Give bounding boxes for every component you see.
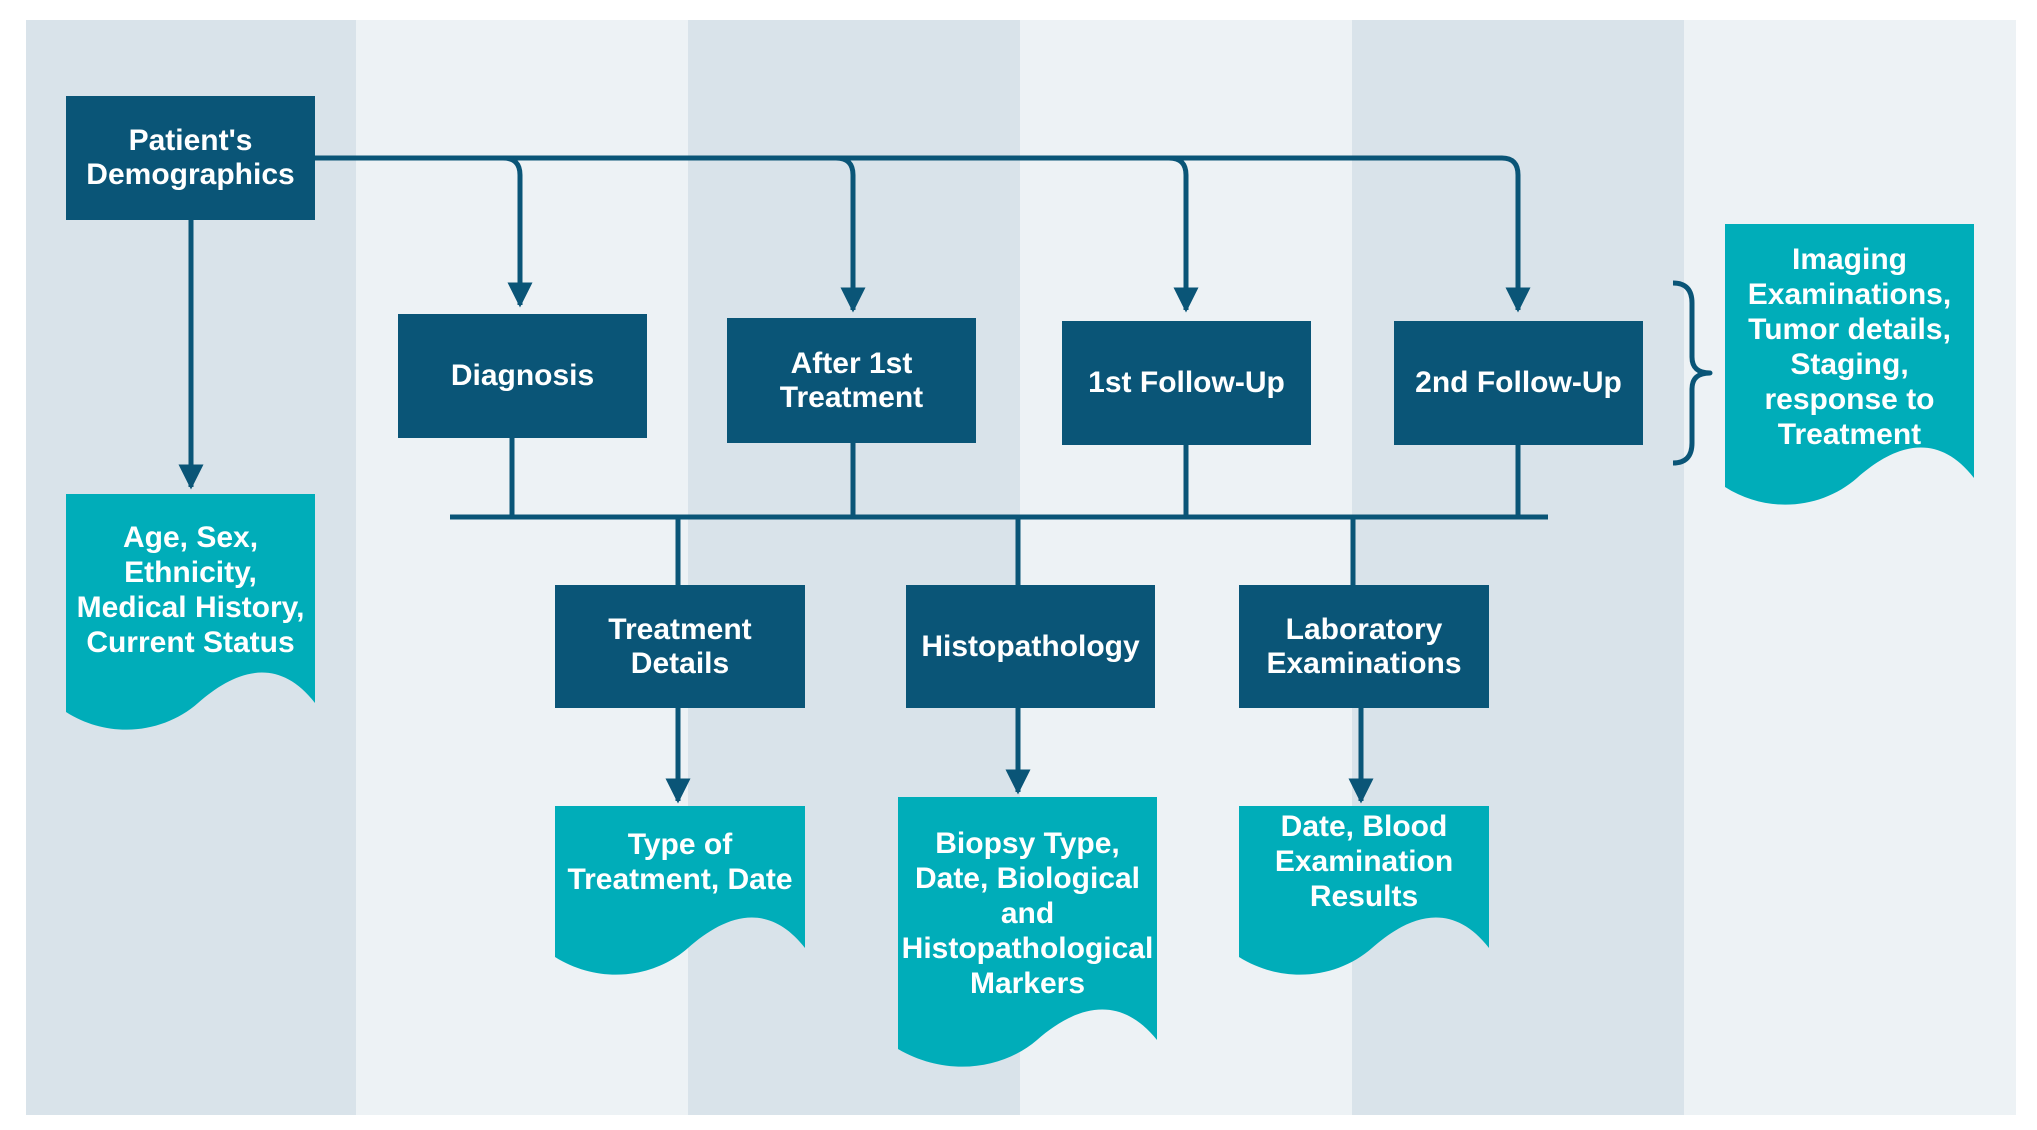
- doc-shape-demographics: [66, 494, 315, 730]
- box-second-follow-up: 2nd Follow-Up: [1394, 321, 1643, 445]
- box-label: Patient's Demographics: [86, 124, 295, 191]
- box-histopathology: Histopathology: [906, 585, 1155, 708]
- arrow-to-first-follow-up: [1168, 155, 1199, 313]
- box-label: Diagnosis: [450, 359, 595, 392]
- doc-treatment-fields: Type of Treatment, Date: [567, 828, 793, 896]
- doc-shape-laboratory: [1239, 806, 1489, 975]
- box-laboratory-examinations: Laboratory Examinations: [1239, 585, 1489, 708]
- box-label: Laboratory Examinations: [1266, 612, 1462, 680]
- arrow-to-after-treatment: [835, 155, 866, 313]
- box-label: After 1st Treatment: [779, 346, 924, 414]
- box-first-follow-up: 1st Follow-Up: [1062, 321, 1311, 445]
- doc-imaging-fields: Imaging Examinations, Tumor details, Sta…: [1747, 243, 1952, 451]
- doc-histopathology-fields: Biopsy Type, Date, Biological and Histop…: [901, 827, 1154, 1000]
- box-diagnosis: Diagnosis: [398, 314, 647, 438]
- doc-demographics-fields: Age, Sex, Ethnicity, Medical History, Cu…: [76, 521, 305, 659]
- band-column-6: [1684, 20, 2016, 1115]
- doc-shape-imaging: [1725, 224, 1974, 505]
- box-label: Histopathology: [921, 629, 1140, 663]
- arrow-to-diagnosis: [502, 155, 533, 308]
- box-label: Treatment Details: [608, 612, 752, 680]
- doc-shape-histopathology: [898, 797, 1157, 1067]
- box-patients-demographics: Patient's Demographics: [66, 96, 315, 220]
- box-treatment-details: Treatment Details: [555, 585, 805, 708]
- box-after-first-treatment: After 1st Treatment: [727, 318, 976, 443]
- arrow-to-second-follow-up: [1501, 155, 1531, 313]
- brace-icon: [1672, 280, 1713, 466]
- box-label: 1st Follow-Up: [1088, 366, 1285, 399]
- doc-laboratory-fields: Date, Blood Examination Results: [1274, 810, 1454, 913]
- doc-shape-treatment: [555, 806, 805, 975]
- box-label: 2nd Follow-Up: [1415, 366, 1622, 399]
